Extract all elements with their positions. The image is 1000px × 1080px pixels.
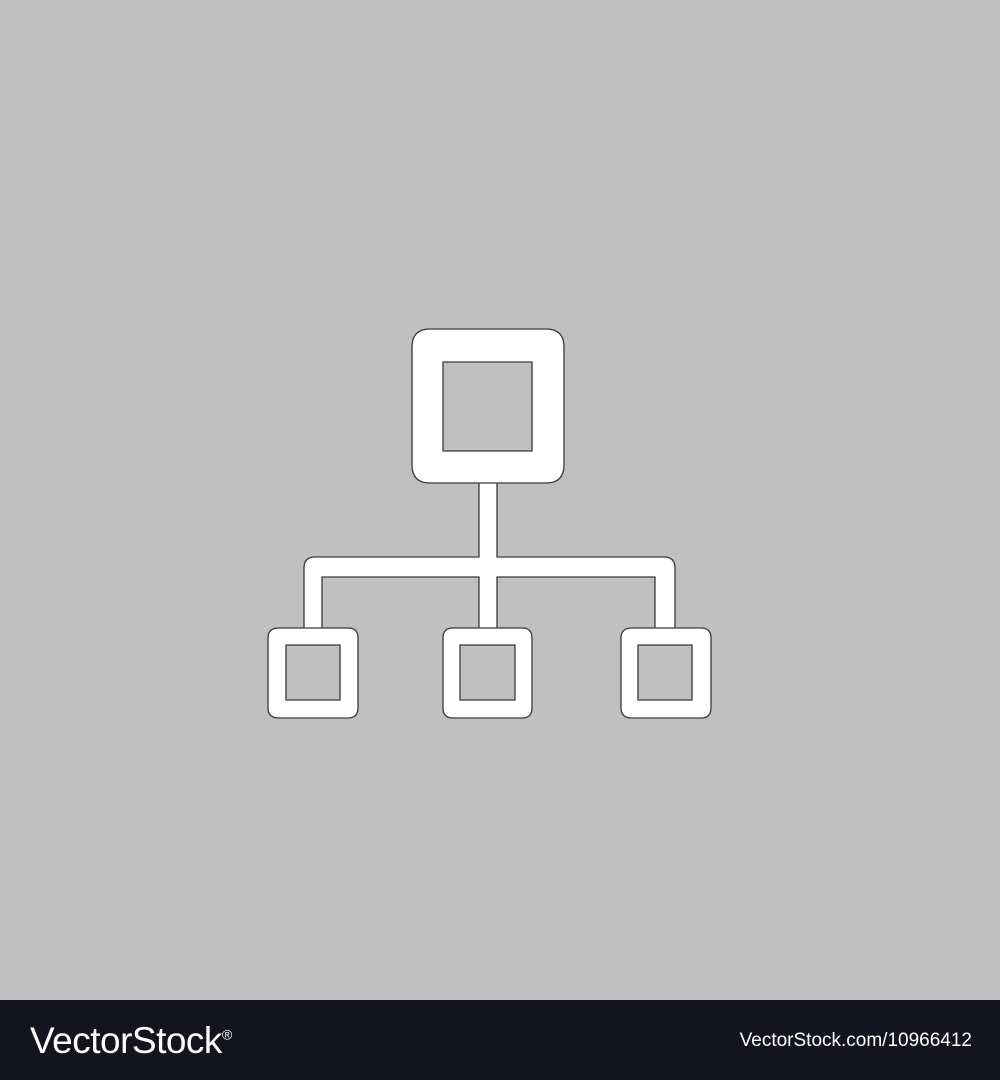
background (0, 0, 1000, 1000)
child-node-right-icon (620, 627, 712, 719)
brand-name: VectorStock (30, 1019, 222, 1061)
root-node-icon (411, 328, 565, 484)
watermark-footer: VectorStock® VectorStock.com/10966412 (0, 1000, 1000, 1080)
registered-mark: ® (221, 1026, 232, 1043)
image-id-label: VectorStock.com/10966412 (739, 1029, 972, 1051)
child-node-center-icon (442, 627, 533, 719)
artwork-canvas (0, 0, 1000, 1000)
hierarchy-network-icon (0, 0, 1000, 1000)
child-node-left-icon (267, 627, 359, 719)
brand-logo: VectorStock® (30, 1022, 232, 1059)
